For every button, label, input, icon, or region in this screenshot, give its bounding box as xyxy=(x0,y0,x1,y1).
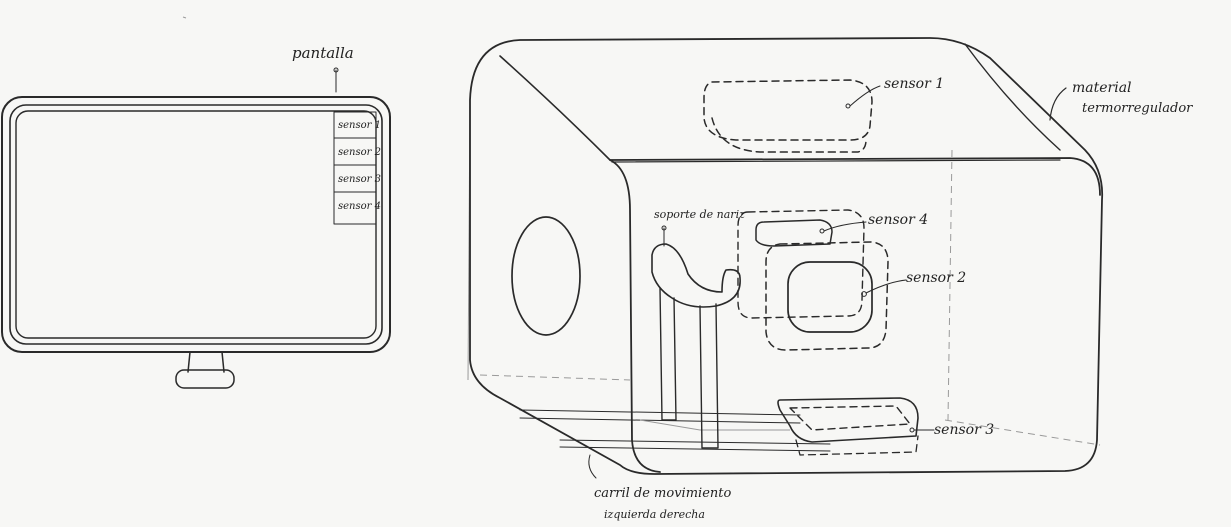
monitor-inner-frame xyxy=(10,105,382,344)
monitor-neck-right xyxy=(222,352,224,372)
pantalla-label: pantalla xyxy=(292,44,354,62)
nose-support-label: soporte de nariz xyxy=(654,208,745,221)
monitor-neck-left xyxy=(188,352,190,372)
chamber xyxy=(468,38,1102,478)
material-label-line1: material xyxy=(1072,80,1132,96)
side-window xyxy=(512,217,580,335)
monitor xyxy=(2,68,390,388)
panel-sensor-4: sensor 4 xyxy=(338,201,381,212)
rail xyxy=(520,410,800,415)
rail-label-line2: izquierda derecha xyxy=(604,508,705,521)
panel-sensor-3: sensor 3 xyxy=(338,174,381,185)
rail-label-line1: carril de movimiento xyxy=(594,486,731,501)
monitor-outer-frame xyxy=(2,97,390,352)
monitor-base xyxy=(176,370,234,388)
nose-support xyxy=(652,226,740,448)
material-label-line2: termorregulador xyxy=(1082,101,1193,116)
sensor-1-shape xyxy=(704,80,880,152)
monitor-screen xyxy=(16,111,376,338)
panel-sensor-2: sensor 2 xyxy=(338,147,381,158)
sensor-4-label: sensor 4 xyxy=(868,212,928,228)
sensor-2-label: sensor 2 xyxy=(906,270,966,286)
panel-sensor-1: sensor 1 xyxy=(338,120,381,131)
sensor-3-label: sensor 3 xyxy=(934,422,994,438)
sensor-2-shape xyxy=(766,242,906,350)
sensor-1-label: sensor 1 xyxy=(884,76,944,92)
sensor-3-shape xyxy=(778,398,934,455)
chamber-outer-shell xyxy=(470,38,1102,474)
